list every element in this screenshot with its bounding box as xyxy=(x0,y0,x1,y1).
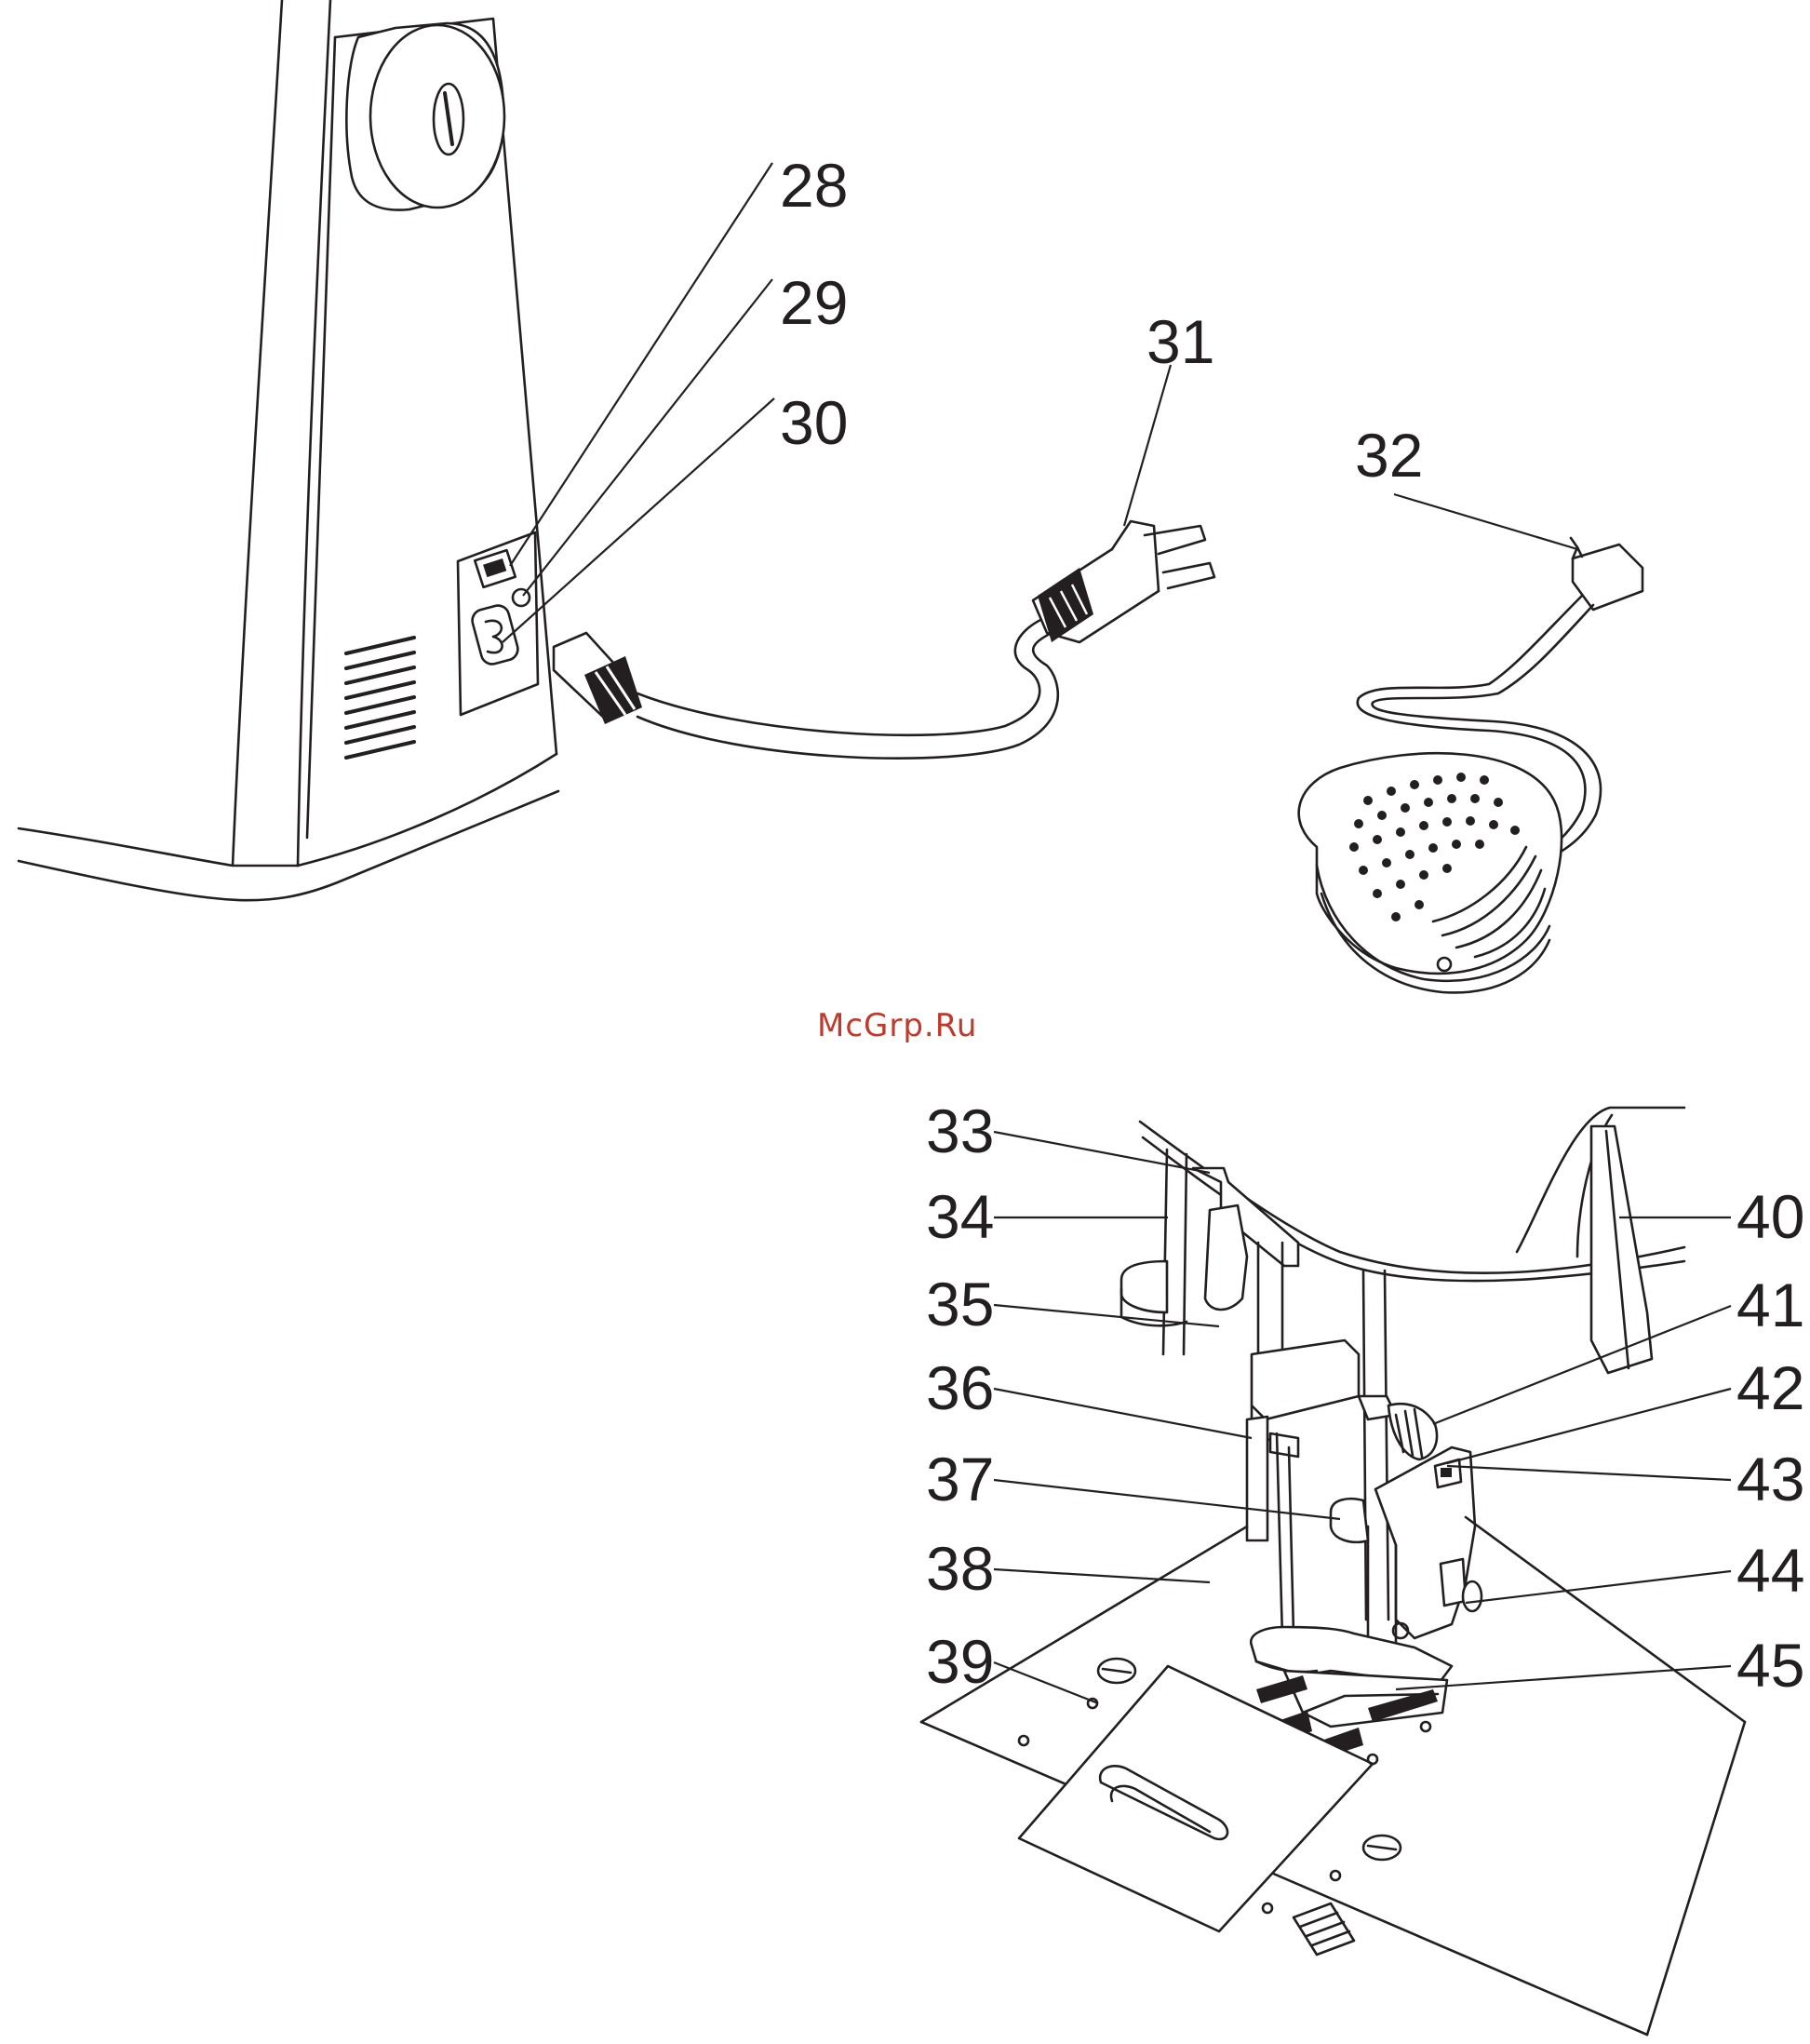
power-cord xyxy=(554,521,1214,759)
callout-31: 31 xyxy=(1146,307,1214,376)
callout-41: 41 xyxy=(1736,1271,1804,1339)
callout-39: 39 xyxy=(926,1627,994,1696)
callout-30: 30 xyxy=(780,388,848,457)
callout-labels: 28 29 30 31 32 33 34 35 36 37 38 39 40 4… xyxy=(780,151,1804,1700)
callout-45: 45 xyxy=(1736,1631,1804,1700)
foot-pedal xyxy=(1299,538,1642,992)
watermark: McGrp.Ru xyxy=(817,1007,977,1044)
callout-44: 44 xyxy=(1736,1536,1804,1605)
leader-lines-top xyxy=(503,163,1577,642)
callout-28: 28 xyxy=(780,151,848,220)
callout-37: 37 xyxy=(926,1445,994,1513)
callout-29: 29 xyxy=(780,268,848,337)
machine-side-view xyxy=(19,0,558,900)
callout-40: 40 xyxy=(1736,1182,1804,1251)
leader-lines-bottom xyxy=(994,1132,1731,1703)
callout-34: 34 xyxy=(926,1182,994,1251)
callout-42: 42 xyxy=(1736,1353,1804,1422)
callout-38: 38 xyxy=(926,1534,994,1603)
callout-32: 32 xyxy=(1355,421,1423,490)
vent-grille xyxy=(346,638,414,758)
callout-43: 43 xyxy=(1736,1445,1804,1513)
presser-foot-view xyxy=(921,1108,1745,2035)
callout-36: 36 xyxy=(926,1353,994,1422)
callout-35: 35 xyxy=(926,1270,994,1338)
callout-33: 33 xyxy=(926,1096,994,1165)
